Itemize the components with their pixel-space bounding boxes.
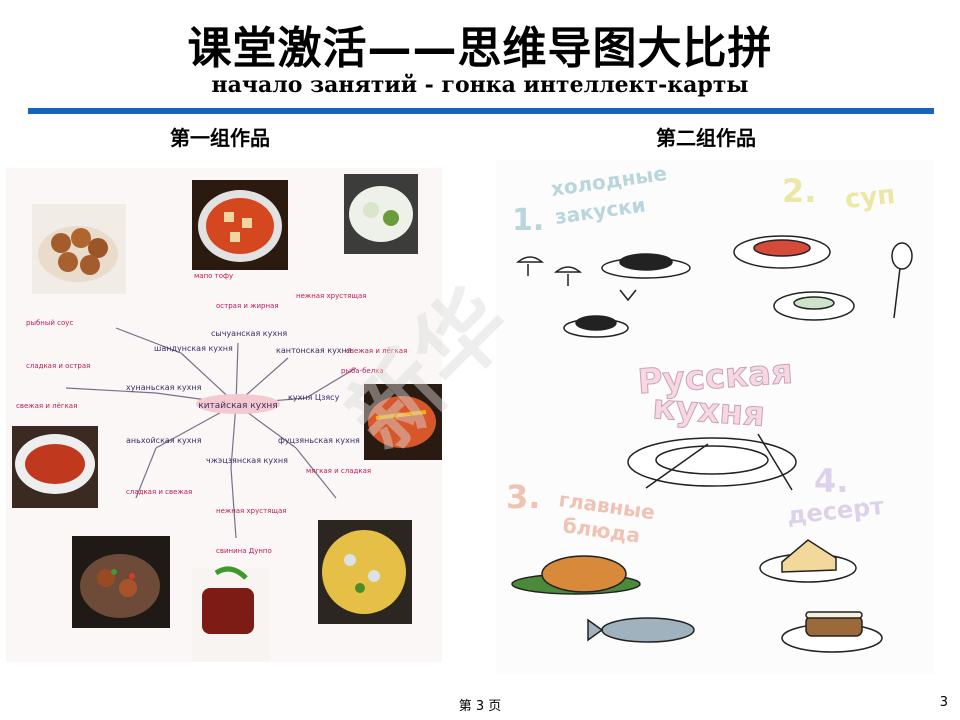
mindmap-center: китайская кухня [198, 401, 277, 411]
section-text: суп [844, 180, 897, 215]
dish-label: свежая и лёгкая [16, 402, 77, 410]
title-rule [28, 108, 934, 114]
branch-label: фуцзяньская кухня [278, 436, 360, 445]
group1-mindmap-drawing: китайская кухня шандунская кухня сычуанс… [12, 174, 442, 662]
section-number: 1. [512, 203, 544, 238]
group2-label: 第二组作品 [656, 126, 756, 150]
section-soup: 2. суп [782, 172, 897, 215]
section-text: десерт [786, 492, 886, 530]
dish-label: сладкая и свежая [126, 488, 192, 496]
group2-poster-drawing: 1. холодные закуски 2. суп Ру [506, 161, 913, 653]
section-number: 3. [506, 478, 540, 516]
dish-label: мапо тофу [194, 272, 233, 280]
branch-label: сычуанская кухня [211, 329, 287, 338]
dish-label: сладкая и острая [26, 362, 90, 370]
dish-label: острая и жирная [216, 302, 279, 310]
dish-label: мягкая и сладкая [306, 467, 371, 475]
group1-mindmap: китайская кухня шандунская кухня сычуанс… [6, 168, 442, 662]
group1-label: 第一组作品 [170, 126, 270, 150]
soup-illustration [733, 235, 913, 321]
dessert-illustration [759, 539, 883, 653]
food-photo [12, 426, 98, 508]
slide-subtitle: начало занятий - гонка интеллект-карты [211, 72, 749, 98]
slide-title: 课堂激活——思维导图大比拼 [187, 23, 773, 74]
watermark: 新华 [329, 269, 531, 471]
dish-label: свежая и лёгкая [346, 347, 407, 355]
food-photo [192, 180, 288, 270]
section-dessert: 4. десерт [786, 462, 886, 530]
footer-label: 第 3 页 [458, 699, 502, 714]
dish-label: свинина Дунпо [216, 547, 272, 555]
poster-title: Русская кухня [636, 351, 795, 435]
branch-label: чжэцзянская кухня [206, 456, 288, 465]
branch-label: хунаньская кухня [126, 383, 202, 392]
watermark-text: 新华 [329, 269, 531, 471]
food-photo [344, 174, 418, 254]
food-photo [192, 566, 270, 662]
appetizer-illustration [515, 253, 691, 338]
group2-poster: 1. холодные закуски 2. суп Ру [496, 160, 934, 674]
dish-label: рыбный соус [26, 319, 73, 327]
dish-label: нежная хрустящая [296, 292, 366, 300]
main-dish-illustration [511, 555, 695, 643]
poster-title-line: кухня [651, 387, 766, 435]
food-photo [364, 384, 442, 460]
plate-with-cutlery [627, 433, 797, 491]
food-photo [318, 520, 412, 624]
dish-label: рыба-белка [341, 367, 384, 375]
branch-label: аньхойская кухня [126, 436, 202, 445]
section-number: 2. [782, 172, 816, 210]
section-number: 4. [814, 462, 848, 500]
food-photo [32, 204, 126, 294]
branch-label: кантонская кухня [276, 346, 352, 355]
branch-label: кухня Цзясу [288, 393, 340, 402]
branch-label: шандунская кухня [154, 344, 233, 353]
dish-label: нежная хрустящая [216, 507, 286, 515]
section-text: холодные [549, 161, 668, 201]
food-photo [72, 536, 170, 628]
page-number: 3 [939, 695, 948, 710]
